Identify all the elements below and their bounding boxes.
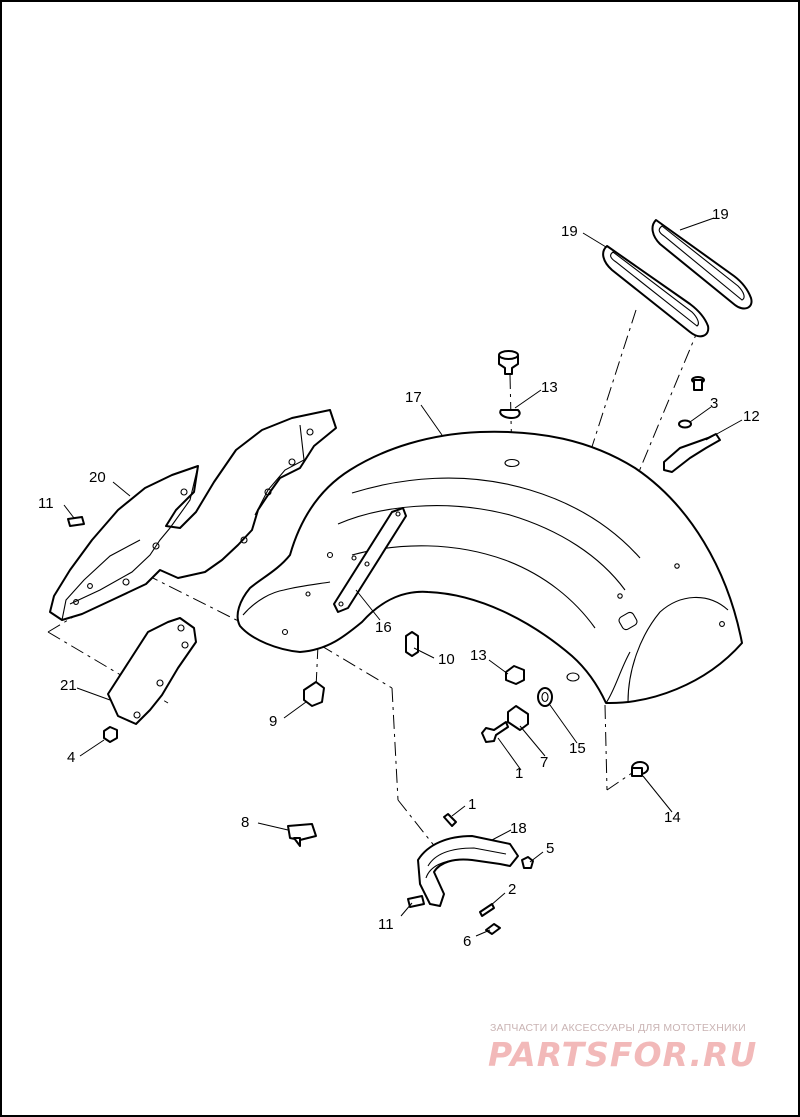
rubber-strips bbox=[602, 219, 753, 338]
callout-12: 12 bbox=[743, 408, 760, 425]
callout-13-lower: 13 bbox=[470, 647, 487, 664]
leader-lines bbox=[63, 217, 743, 937]
watermark-subtitle: ЗАПЧАСТИ И АКСЕССУАРЫ ДЛЯ МОТОТЕХНИКИ bbox=[490, 1022, 746, 1034]
callout-9: 9 bbox=[269, 713, 277, 730]
callout-21: 21 bbox=[60, 677, 77, 694]
callout-3: 3 bbox=[710, 395, 718, 412]
callout-11-left: 11 bbox=[38, 495, 54, 512]
callout-4: 4 bbox=[67, 749, 75, 766]
mounting-plate bbox=[107, 617, 197, 725]
callout-14: 14 bbox=[664, 809, 681, 826]
callout-1-lower: 1 bbox=[468, 796, 476, 813]
callout-15: 15 bbox=[569, 740, 586, 757]
callouts: 19 19 13 17 3 12 20 11 16 10 13 21 9 4 1… bbox=[38, 206, 760, 950]
callout-16: 16 bbox=[375, 619, 392, 636]
callout-6: 6 bbox=[463, 933, 471, 950]
callout-8: 8 bbox=[241, 814, 249, 831]
watermark-brand: PARTSFOR.RU bbox=[488, 1035, 757, 1074]
callout-7: 7 bbox=[540, 754, 548, 771]
callout-13-top: 13 bbox=[541, 379, 558, 396]
callout-19-left: 19 bbox=[561, 223, 578, 240]
callout-17: 17 bbox=[405, 389, 422, 406]
callout-11-lower: 11 bbox=[378, 916, 394, 933]
hardware-parts bbox=[67, 350, 721, 935]
callout-5: 5 bbox=[546, 840, 554, 857]
callout-2: 2 bbox=[508, 881, 516, 898]
fender-support-bracket bbox=[49, 409, 337, 621]
watermark: ЗАПЧАСТИ И АКСЕССУАРЫ ДЛЯ МОТОТЕХНИКИ PA… bbox=[488, 1022, 757, 1074]
fender-bracket-strip bbox=[333, 507, 407, 613]
callout-10: 10 bbox=[438, 651, 455, 668]
callout-1-upper: 1 bbox=[515, 765, 523, 782]
callout-18: 18 bbox=[510, 820, 527, 837]
callout-20: 20 bbox=[89, 469, 106, 486]
callout-19-right: 19 bbox=[712, 206, 729, 223]
rear-fender bbox=[236, 430, 743, 705]
